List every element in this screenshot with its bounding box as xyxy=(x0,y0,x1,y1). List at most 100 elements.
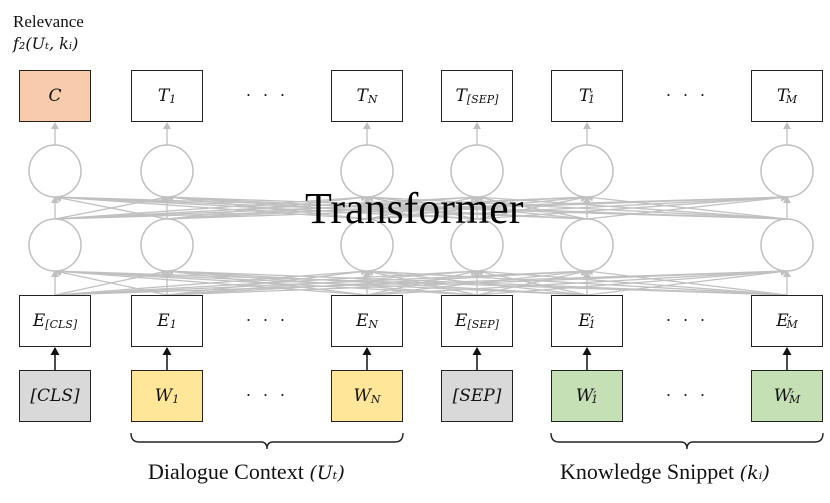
embedding-box-sep-symbol: E xyxy=(455,311,468,331)
ellipsis-knowledge-input: · · · xyxy=(665,384,709,404)
connection-layer1-knowledge-token-1-to-token-1 xyxy=(166,267,588,296)
ellipsis-dialogue-input: · · · xyxy=(245,384,289,404)
embedding-box-knowledge-token-1-symbol: E xyxy=(578,311,591,331)
output-box-knowledge-token-m-subscript: M xyxy=(785,92,798,106)
transformer-node-lower-knowledge-token-m xyxy=(760,218,814,272)
transformer-nodes xyxy=(28,144,814,272)
output-box-cls-symbol: C xyxy=(48,86,62,106)
input-box-sep-symbol: [SEP] xyxy=(452,386,502,406)
ellipsis-dialogue-embedding: · · · xyxy=(245,309,289,329)
knowledge-snippet-text: Knowledge Snippet xyxy=(560,459,735,484)
output-box-sep-symbol: T xyxy=(455,86,467,106)
output-box-token-1-subscript: 1 xyxy=(169,92,177,106)
transformer-node-upper-knowledge-token-1 xyxy=(560,144,614,198)
output-box-sep: T[SEP] xyxy=(441,70,513,122)
input-box-knowledge-token-1-subscript: 1 xyxy=(591,392,599,406)
embedding-box-knowledge-token-m-symbol: E xyxy=(776,311,789,331)
ellipsis-dialogue-output: · · · xyxy=(245,84,289,104)
output-box-knowledge-token-m-prime: ′ xyxy=(788,89,791,103)
transformer-node-lower-token-n xyxy=(340,218,394,272)
transformer-node-upper-sep xyxy=(450,144,504,198)
connection-layer2-knowledge-token-m-to-token-n xyxy=(366,193,788,220)
output-box-knowledge-token-m-symbol: T xyxy=(776,86,789,106)
dialogue-context-label: Dialogue Context (Uₜ) xyxy=(148,459,345,485)
input-box-token-1-subscript: 1 xyxy=(172,392,180,406)
transformer-node-upper-token-n xyxy=(340,144,394,198)
embedding-box-token-1-subscript: 1 xyxy=(169,317,177,331)
connection-layer1-knowledge-token-m-to-token-n xyxy=(366,267,788,296)
connection-layer2-knowledge-token-m-to-token-1 xyxy=(166,193,788,220)
transformer-label: Transformer xyxy=(305,184,524,233)
knowledge-snippet-math: (kᵢ) xyxy=(739,462,770,484)
relevance-formula: f₂(Uₜ, kᵢ) xyxy=(13,34,79,53)
output-box-knowledge-token-1: T′1 xyxy=(551,70,623,122)
embedding-box-knowledge-token-1: E′1 xyxy=(551,295,623,347)
embedding-box-token-1-symbol: E xyxy=(157,311,170,331)
input-box-knowledge-token-m-prime: ′ xyxy=(791,389,794,403)
connection-layer1-knowledge-token-1-to-sep xyxy=(476,268,588,296)
embedding-box-knowledge-token-1-prime: ′ xyxy=(590,314,594,328)
input-box-knowledge-token-m: W′M xyxy=(751,370,823,422)
transformer-node-lower-sep xyxy=(450,218,504,272)
knowledge-snippet-label: Knowledge Snippet (kᵢ) xyxy=(560,459,770,485)
connection-layer2-knowledge-token-1-to-cls xyxy=(54,193,588,220)
attention-connections xyxy=(51,122,791,296)
group-braces xyxy=(130,432,824,450)
relevance-annotation: Relevance f₂(Uₜ, kᵢ) xyxy=(13,11,84,55)
input-box-knowledge-token-m-subscript: M xyxy=(788,392,801,406)
transformer-node-lower-cls xyxy=(28,218,82,272)
connection-layer2-knowledge-token-m-to-cls xyxy=(54,193,788,220)
connection-layer2-knowledge-token-m-to-sep xyxy=(476,193,788,220)
input-box-knowledge-token-m-symbol: W xyxy=(773,386,792,406)
connection-layer1-token-1-to-cls xyxy=(54,268,168,296)
transformer-node-lower-knowledge-token-1 xyxy=(560,218,614,272)
output-box-token-1-symbol: T xyxy=(157,86,170,106)
connection-layer1-knowledge-token-1-to-cls xyxy=(54,267,588,296)
transformer-node-upper-knowledge-token-m xyxy=(760,144,814,198)
connection-layer1-token-n-to-cls xyxy=(54,267,368,296)
dialogue-context-math: (Uₜ) xyxy=(309,462,345,484)
output-box-token-n-symbol: T xyxy=(356,86,368,106)
input-box-cls: [CLS] xyxy=(19,370,91,422)
embedding-arrows xyxy=(50,347,792,370)
relevance-label: Relevance xyxy=(13,12,84,31)
connection-layer1-knowledge-token-m-to-token-1 xyxy=(166,267,788,296)
connection-layer2-knowledge-token-1-to-sep xyxy=(476,194,588,220)
embedding-box-cls-subscript: [CLS] xyxy=(45,317,78,331)
input-box-knowledge-token-1-symbol: W xyxy=(575,386,594,406)
dialogue-context-text: Dialogue Context xyxy=(148,459,304,484)
connection-layer2-knowledge-token-1-to-token-1 xyxy=(166,193,588,220)
input-box-knowledge-token-1: W′1 xyxy=(551,370,623,422)
input-box-token-n-subscript: N xyxy=(370,392,381,406)
input-box-sep: [SEP] xyxy=(441,370,513,422)
embedding-box-sep-subscript: [SEP] xyxy=(467,317,499,331)
connection-layer1-sep-to-cls xyxy=(54,267,478,296)
output-box-knowledge-token-1-subscript: 1 xyxy=(588,92,596,106)
transformer-node-upper-cls xyxy=(28,144,82,198)
connection-layer1-knowledge-token-m-to-cls xyxy=(54,267,788,296)
embedding-box-knowledge-token-m: E′M xyxy=(751,295,823,347)
knowledge-snippet-brace xyxy=(550,432,824,450)
embedding-box-cls-symbol: E xyxy=(32,311,46,331)
embedding-box-token-n-symbol: E xyxy=(355,311,369,331)
input-box-token-1-symbol: W xyxy=(154,386,173,406)
output-box-knowledge-token-1-symbol: T xyxy=(578,86,591,106)
input-box-token-n-symbol: W xyxy=(353,386,371,406)
connection-layer1-knowledge-token-m-to-sep xyxy=(476,267,788,296)
connection-layer2-token-n-to-cls xyxy=(54,193,368,220)
ellipsis-knowledge-output: · · · xyxy=(665,84,709,104)
output-box-knowledge-token-1-prime: ′ xyxy=(590,89,594,103)
connection-layer2-sep-to-cls xyxy=(54,193,478,220)
output-box-cls: C xyxy=(19,70,91,122)
transformer-node-lower-token-1 xyxy=(140,218,194,272)
input-box-cls-symbol: [CLS] xyxy=(30,386,80,406)
embedding-box-knowledge-token-1-subscript: 1 xyxy=(588,317,596,331)
output-box-knowledge-token-m: T′M xyxy=(751,70,823,122)
